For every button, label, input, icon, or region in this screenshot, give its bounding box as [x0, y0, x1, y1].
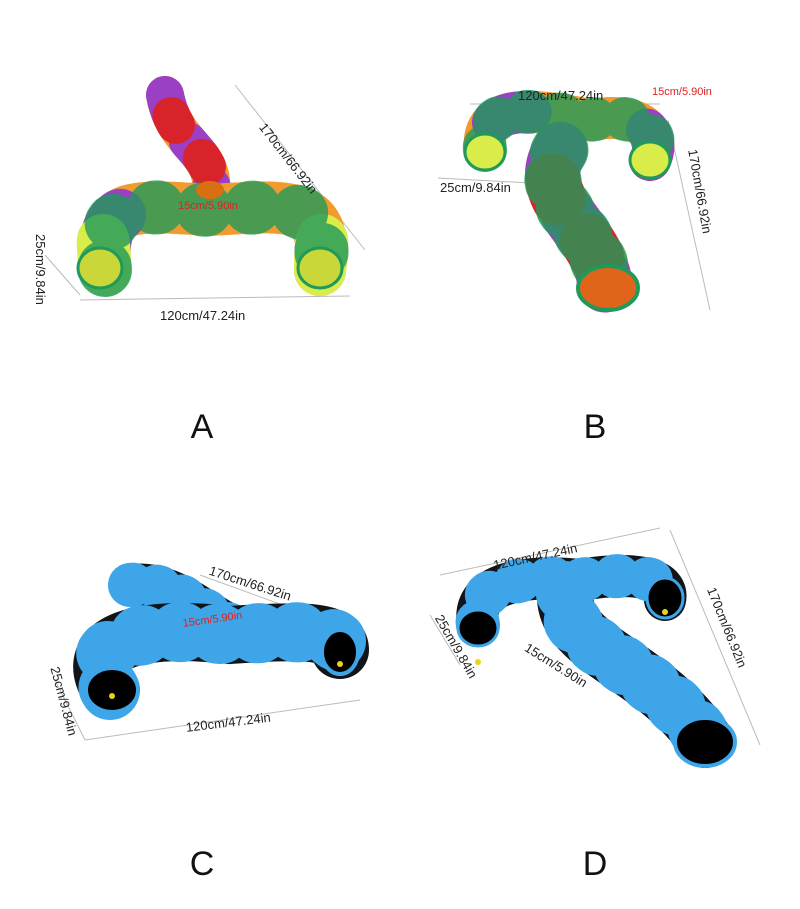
- dimension-lines: [44, 84, 761, 746]
- hole-label-b: 15cm/5.90in: [652, 86, 712, 98]
- tunnel-d: [455, 554, 737, 769]
- tunnel-c: [72, 562, 370, 720]
- option-letter-a: A: [190, 408, 214, 446]
- option-letter-b: B: [583, 408, 607, 446]
- hole-label-a: 15cm/5.90in: [178, 200, 238, 212]
- tunnel-a: [76, 76, 349, 297]
- width-label-b: 120cm/47.24in: [518, 88, 604, 103]
- option-letter-d: D: [582, 845, 608, 883]
- diameter-label-b: 25cm/9.84in: [440, 180, 511, 195]
- diameter-label-a: 25cm/9.84in: [33, 234, 48, 305]
- tunnel-b: [462, 89, 676, 314]
- width-label-a: 120cm/47.24in: [160, 308, 246, 323]
- option-letter-c: C: [189, 845, 215, 883]
